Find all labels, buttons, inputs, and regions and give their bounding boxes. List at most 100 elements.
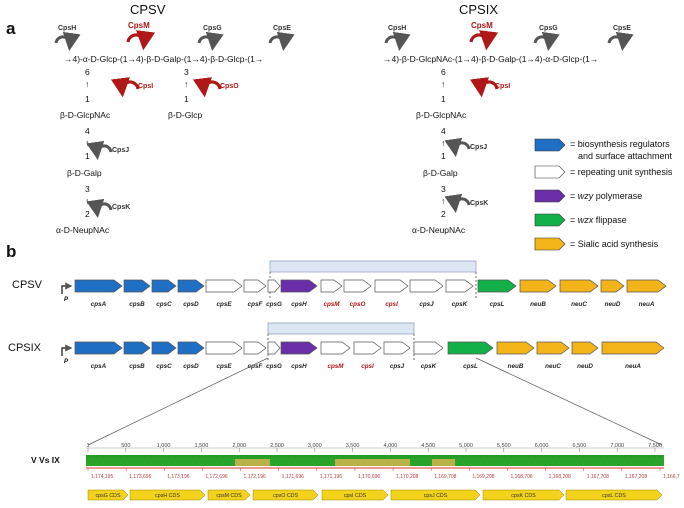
cpsix-gene-label: neuD (577, 363, 593, 370)
identity-dip (235, 459, 270, 466)
enzyme-arrow-icon (444, 193, 471, 213)
enzyme-label-cpsh: CpsH (58, 25, 77, 32)
link-arrow: ↑ (441, 79, 446, 89)
legend-label-1: = repeating unit synthesis (570, 167, 673, 177)
cpsix-gene-cpsA (74, 341, 123, 355)
enzyme-arrow-icon (607, 31, 634, 51)
zoom-line-left (87, 357, 269, 446)
cpsix-gene-label: neuA (625, 363, 641, 370)
link-arrow: ↑ (184, 79, 189, 89)
cpsix-gene-cpsL (447, 341, 494, 355)
cpsv-gene-cpsF (243, 279, 267, 293)
cpsix-gene-neuB (496, 341, 535, 355)
cpsix-region-box (267, 322, 415, 335)
ruler-tick-label: 5,500 (497, 443, 511, 449)
ruler-tick-label: 4,500 (421, 443, 435, 449)
coord-label: 1,173,696 (129, 474, 151, 480)
coord-label: 1,168,208 (549, 474, 571, 480)
sugar-glc: β-D-Glcp (168, 110, 203, 120)
coord-label: 1,174,195 (91, 474, 113, 480)
cpsv-region-box (269, 260, 477, 273)
enzyme-label-cpsm: CpsM (128, 21, 150, 30)
cpsix-gene-neuA (601, 341, 665, 355)
cpsix-gene-label: cpsK (421, 363, 437, 370)
sugar-neu-ix: α-D-NeupNAc (412, 225, 466, 235)
cpsix-gene-cpsH (280, 341, 318, 355)
legend-label-3: = wzx flippase (570, 215, 627, 225)
cpsv-gene-label: cpsK (452, 301, 468, 308)
link-num: 1 (85, 94, 90, 104)
sugar-neu: α-D-NeupNAc (56, 225, 110, 235)
cds-label: cpsL CDS (602, 493, 626, 499)
enzyme-label-cpsg: CpsG (203, 25, 222, 32)
enzyme-label-cpsk-ix: CpsK (470, 200, 489, 207)
cpsv-gene-label: neuB (530, 301, 546, 308)
enzyme-label-cpsg-ix: CpsG (539, 25, 558, 32)
link-arrow: ↑ (441, 138, 446, 148)
cpsix-gene-cpsC (151, 341, 177, 355)
cpsv-gene-cpsC (151, 279, 177, 293)
cpsv-gene-label: neuC (571, 301, 587, 308)
cpsix-promoter-icon (61, 344, 73, 356)
enzyme-arrow-icon (444, 137, 471, 157)
enzyme-label-cpse-ix: CpsE (613, 25, 631, 32)
cds-feature (321, 489, 389, 501)
ruler-tick-label: 1 (86, 443, 89, 449)
ruler-tick-label: 5,000 (459, 443, 473, 449)
cpsix-gene-label: cpsD (183, 363, 199, 370)
coord-label: 1,172,696 (205, 474, 227, 480)
link-num: 2 (441, 209, 446, 219)
ruler-tick-label: 1,500 (195, 443, 209, 449)
cpsv-gene-label: cpsH (291, 301, 307, 308)
cds-feature (252, 489, 319, 501)
cpsv-gene-label: cpsD (183, 301, 199, 308)
cpsv-gene-cpsM (320, 279, 343, 293)
cpsv-gene-label: neuA (639, 301, 655, 308)
ruler-tick-label: 3,500 (346, 443, 360, 449)
cpsv-gene-label: cpsI (385, 301, 398, 308)
legend-swatch (534, 138, 566, 152)
enzyme-arrow-icon (197, 31, 224, 51)
sugar-gal: β-D-Galp (67, 168, 102, 178)
ruler-tick-label: 500 (121, 443, 130, 449)
cpsix-gene-neuD (571, 341, 599, 355)
sugar-glcnac: β-D-GlcpNAc (60, 110, 111, 120)
cpsix-gene-label: cpsA (91, 363, 107, 370)
cpsv-gene-cpsD (177, 279, 205, 293)
cpsv-gene-neuC (559, 279, 599, 293)
enzyme-label-cpsj-ix: CpsJ (470, 144, 488, 151)
coord-label: 1,167,208 (625, 474, 647, 480)
cds-label: cpsI CDS (344, 493, 367, 499)
cpsix-gene-cpsJ (383, 341, 411, 355)
ruler-tick-label: 7,000 (610, 443, 624, 449)
enzyme-label-cpsi: CpsI (138, 83, 154, 90)
cpsv-gene-label: cpsJ (419, 301, 434, 308)
cpsv-gene-neuB (519, 279, 557, 293)
enzyme-arrow-icon (469, 77, 499, 98)
cpsv-gene-label: cpsL (490, 301, 505, 308)
legend-label-0: = biosynthesis regulators (570, 139, 670, 149)
ruler-tick-label: 6,000 (535, 443, 549, 449)
cds-feature (207, 489, 251, 501)
cpsv-gene-cpsK (445, 279, 474, 293)
enzyme-arrow-icon (533, 31, 560, 51)
cpsv-promoter-label: P (64, 297, 69, 303)
cpsv-promoter-icon (61, 282, 73, 294)
cpsv-gene-label: cpsB (129, 301, 145, 308)
cpsv-gene-label: cpsE (216, 301, 232, 308)
cpsix-gene-label: cpsB (129, 363, 145, 370)
enzyme-arrow-icon (126, 30, 156, 51)
cpsv-gene-cpsH (280, 279, 318, 293)
link-num: 1 (184, 94, 189, 104)
legend-swatch (534, 165, 566, 179)
cpsv-gene-cpsG (267, 279, 281, 293)
cds-feature (482, 489, 565, 501)
link-num: 3 (85, 184, 90, 194)
coord-label: 1,169,708 (434, 474, 456, 480)
cpsv-gene-neuD (600, 279, 625, 293)
cpsix-gene-label: cpsF (248, 363, 263, 370)
cds-feature (87, 489, 129, 501)
ruler-tick-label: 6,500 (573, 443, 587, 449)
comparison-label: V Vs IX (31, 455, 60, 465)
cpsv-gene-cpsA (74, 279, 123, 293)
